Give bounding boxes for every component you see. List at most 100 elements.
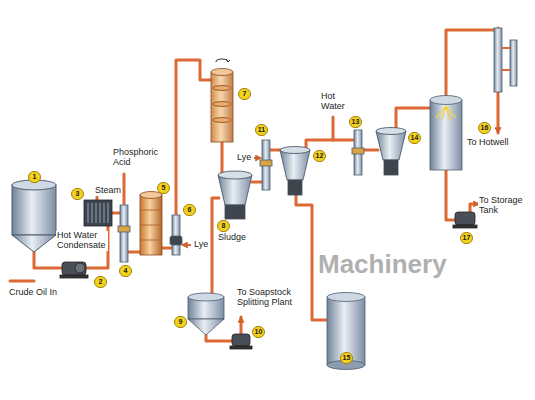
vacuum-dryer (436, 106, 456, 120)
callout-number: 5 (157, 182, 170, 194)
callout-number: 11 (255, 124, 268, 136)
stream-label: Hot Water Condensate (56, 231, 108, 251)
pipe (176, 60, 211, 215)
pump (75, 263, 85, 273)
vacuum-dryer (430, 100, 462, 170)
stream-label: Steam (94, 186, 122, 196)
wash-water-tank (327, 293, 365, 302)
vacuum-ejector (494, 28, 517, 92)
soapstock-tank (188, 319, 224, 335)
pipe (240, 317, 243, 334)
pump (62, 262, 86, 275)
separator (218, 171, 252, 219)
retention-column (211, 59, 233, 142)
pipe (332, 117, 335, 140)
reaction-tank (140, 195, 162, 255)
callout-number: 8 (217, 220, 230, 232)
pump (453, 225, 477, 228)
lye-mixer (170, 236, 182, 245)
heat-exchanger (84, 200, 112, 226)
water-mixer (260, 140, 272, 190)
stream-label: To Storage Tank (478, 196, 532, 216)
heat-exchanger (84, 200, 112, 226)
acid-mixer (118, 205, 130, 262)
retention-column (211, 69, 233, 76)
pipe (10, 28, 498, 341)
vacuum-dryer (430, 96, 462, 171)
pipe (128, 251, 140, 254)
reaction-tank (140, 192, 162, 256)
pipe (123, 174, 126, 205)
callout-number: 17 (460, 232, 473, 244)
feed-arrow (182, 244, 191, 246)
water-mixer (260, 160, 272, 166)
reaction-tank (140, 210, 162, 240)
stream-label: Phosphoric Acid (112, 148, 166, 168)
feed-arrow (254, 157, 261, 159)
stream-label: To Hotwell (466, 138, 510, 148)
separator (218, 171, 252, 179)
crude-oil-tank (12, 180, 56, 252)
stream-label: Sludge (217, 233, 247, 243)
retention-column (211, 72, 233, 142)
separator (218, 175, 252, 205)
stream-label: Crude Oil In (8, 288, 58, 298)
pipe (162, 247, 172, 250)
lye-mixer (172, 215, 180, 255)
pipe (252, 181, 262, 184)
separator (376, 128, 406, 176)
retention-column (213, 118, 231, 123)
pipe (34, 252, 62, 268)
stream-label: To Soapstock Splitting Plant (236, 288, 308, 308)
pipe (112, 212, 120, 215)
heat-exchanger (88, 203, 108, 223)
callout-number: 15 (340, 352, 353, 364)
pipe (206, 335, 232, 341)
wash-water-tank (327, 293, 365, 370)
separator (280, 150, 310, 180)
soapstock-tank (188, 293, 224, 301)
separator (288, 180, 302, 195)
callout-number: 3 (71, 188, 84, 200)
callout-number: 10 (252, 326, 265, 338)
pipe (221, 142, 224, 175)
stream-label: Lye (236, 153, 252, 163)
vacuum-dryer (430, 96, 462, 105)
stream-label: Hot Water (320, 92, 352, 112)
pipe (96, 197, 99, 200)
pipe (446, 170, 455, 220)
pump (232, 334, 250, 346)
separator (225, 205, 245, 219)
separator (376, 131, 406, 160)
acid-mixer (120, 205, 128, 262)
separator (280, 147, 310, 154)
retention-column (213, 86, 231, 91)
separator (280, 147, 310, 196)
callout-number: 1 (28, 171, 41, 183)
stream-label: Lye (193, 240, 209, 250)
callout-number: 4 (119, 265, 132, 277)
lye-mixer (170, 215, 182, 255)
water-mixer (352, 148, 364, 154)
pipe (212, 198, 219, 297)
pipe (10, 280, 34, 283)
pipe (446, 28, 498, 96)
separator (384, 160, 398, 175)
pump (60, 262, 88, 278)
feed-arrow (182, 158, 261, 245)
vacuum-ejector (510, 40, 517, 86)
pump (230, 334, 252, 349)
pump (60, 275, 88, 278)
watermark: Machinery (318, 250, 447, 279)
callout-number: 9 (174, 316, 187, 328)
retention-column (226, 59, 230, 62)
vacuum-ejector (502, 48, 510, 70)
callout-number: 13 (349, 116, 362, 128)
wash-water-tank (327, 297, 365, 365)
callout-number: 12 (313, 150, 326, 162)
crude-oil-tank (12, 235, 56, 252)
pump (455, 212, 475, 225)
